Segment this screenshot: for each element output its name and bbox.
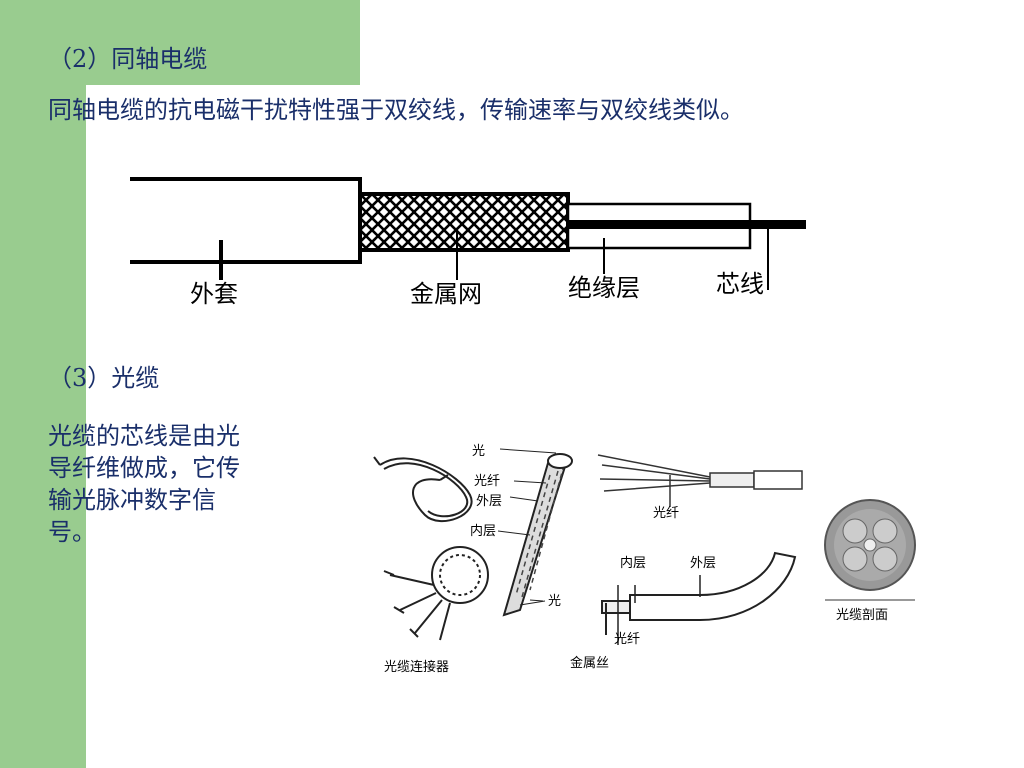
label-metal-mesh: 金属网 — [410, 280, 482, 308]
label-cross-section: 光缆剖面 — [836, 607, 888, 623]
label-fiber-b: 光纤 — [614, 632, 640, 647]
label-outer-a: 外层 — [476, 494, 502, 509]
core-wire — [568, 220, 806, 290]
label-outer-jacket: 外套 — [190, 280, 238, 308]
fiber-cable-figure: 光 光纤 外层 内层 光 光纤 内层 外层 光纤 金属丝 光缆连接器 光缆剖面 — [373, 444, 916, 675]
label-guang-bottom: 光 — [548, 594, 561, 609]
coax-cable-diagram: 外套 金属网 绝缘层 芯线 — [130, 177, 806, 308]
label-guang-top: 光 — [472, 444, 485, 459]
label-inner-a: 内层 — [470, 523, 496, 539]
coax-description: 同轴电缆的抗电磁干扰特性强于双绞线，传输速率与双绞线类似。 — [48, 96, 744, 124]
diagonal-cable-illustration — [502, 453, 573, 617]
green-top-banner — [0, 0, 360, 85]
connector-illustration — [383, 546, 489, 641]
label-insulation: 绝缘层 — [568, 274, 640, 302]
label-fiber-a: 光纤 — [474, 474, 500, 489]
bent-cable-illustration — [601, 551, 797, 645]
label-inner-b: 内层 — [620, 555, 646, 571]
insulation-layer — [566, 202, 752, 274]
cross-section-illustration — [824, 499, 916, 601]
green-left-bar — [0, 85, 86, 768]
outer-jacket — [130, 177, 362, 280]
metal-mesh — [358, 192, 570, 280]
label-fiber-right: 光纤 — [653, 506, 679, 521]
coiled-fiber-illustration — [373, 456, 473, 523]
label-outer-b: 外层 — [690, 556, 716, 571]
section-heading-coax: （2）同轴电缆 — [48, 45, 208, 73]
label-metal-wire: 金属丝 — [570, 655, 609, 671]
leader-lines — [497, 448, 557, 602]
label-connector: 光缆连接器 — [384, 659, 449, 675]
fiber-strands-illustration — [597, 454, 803, 507]
section-heading-fiber: （3）光缆 — [48, 364, 160, 392]
label-core: 芯线 — [716, 270, 764, 298]
fiber-description: 光缆的芯线是由光导纤维做成，它传输光脉冲数字信号。 — [48, 422, 240, 546]
